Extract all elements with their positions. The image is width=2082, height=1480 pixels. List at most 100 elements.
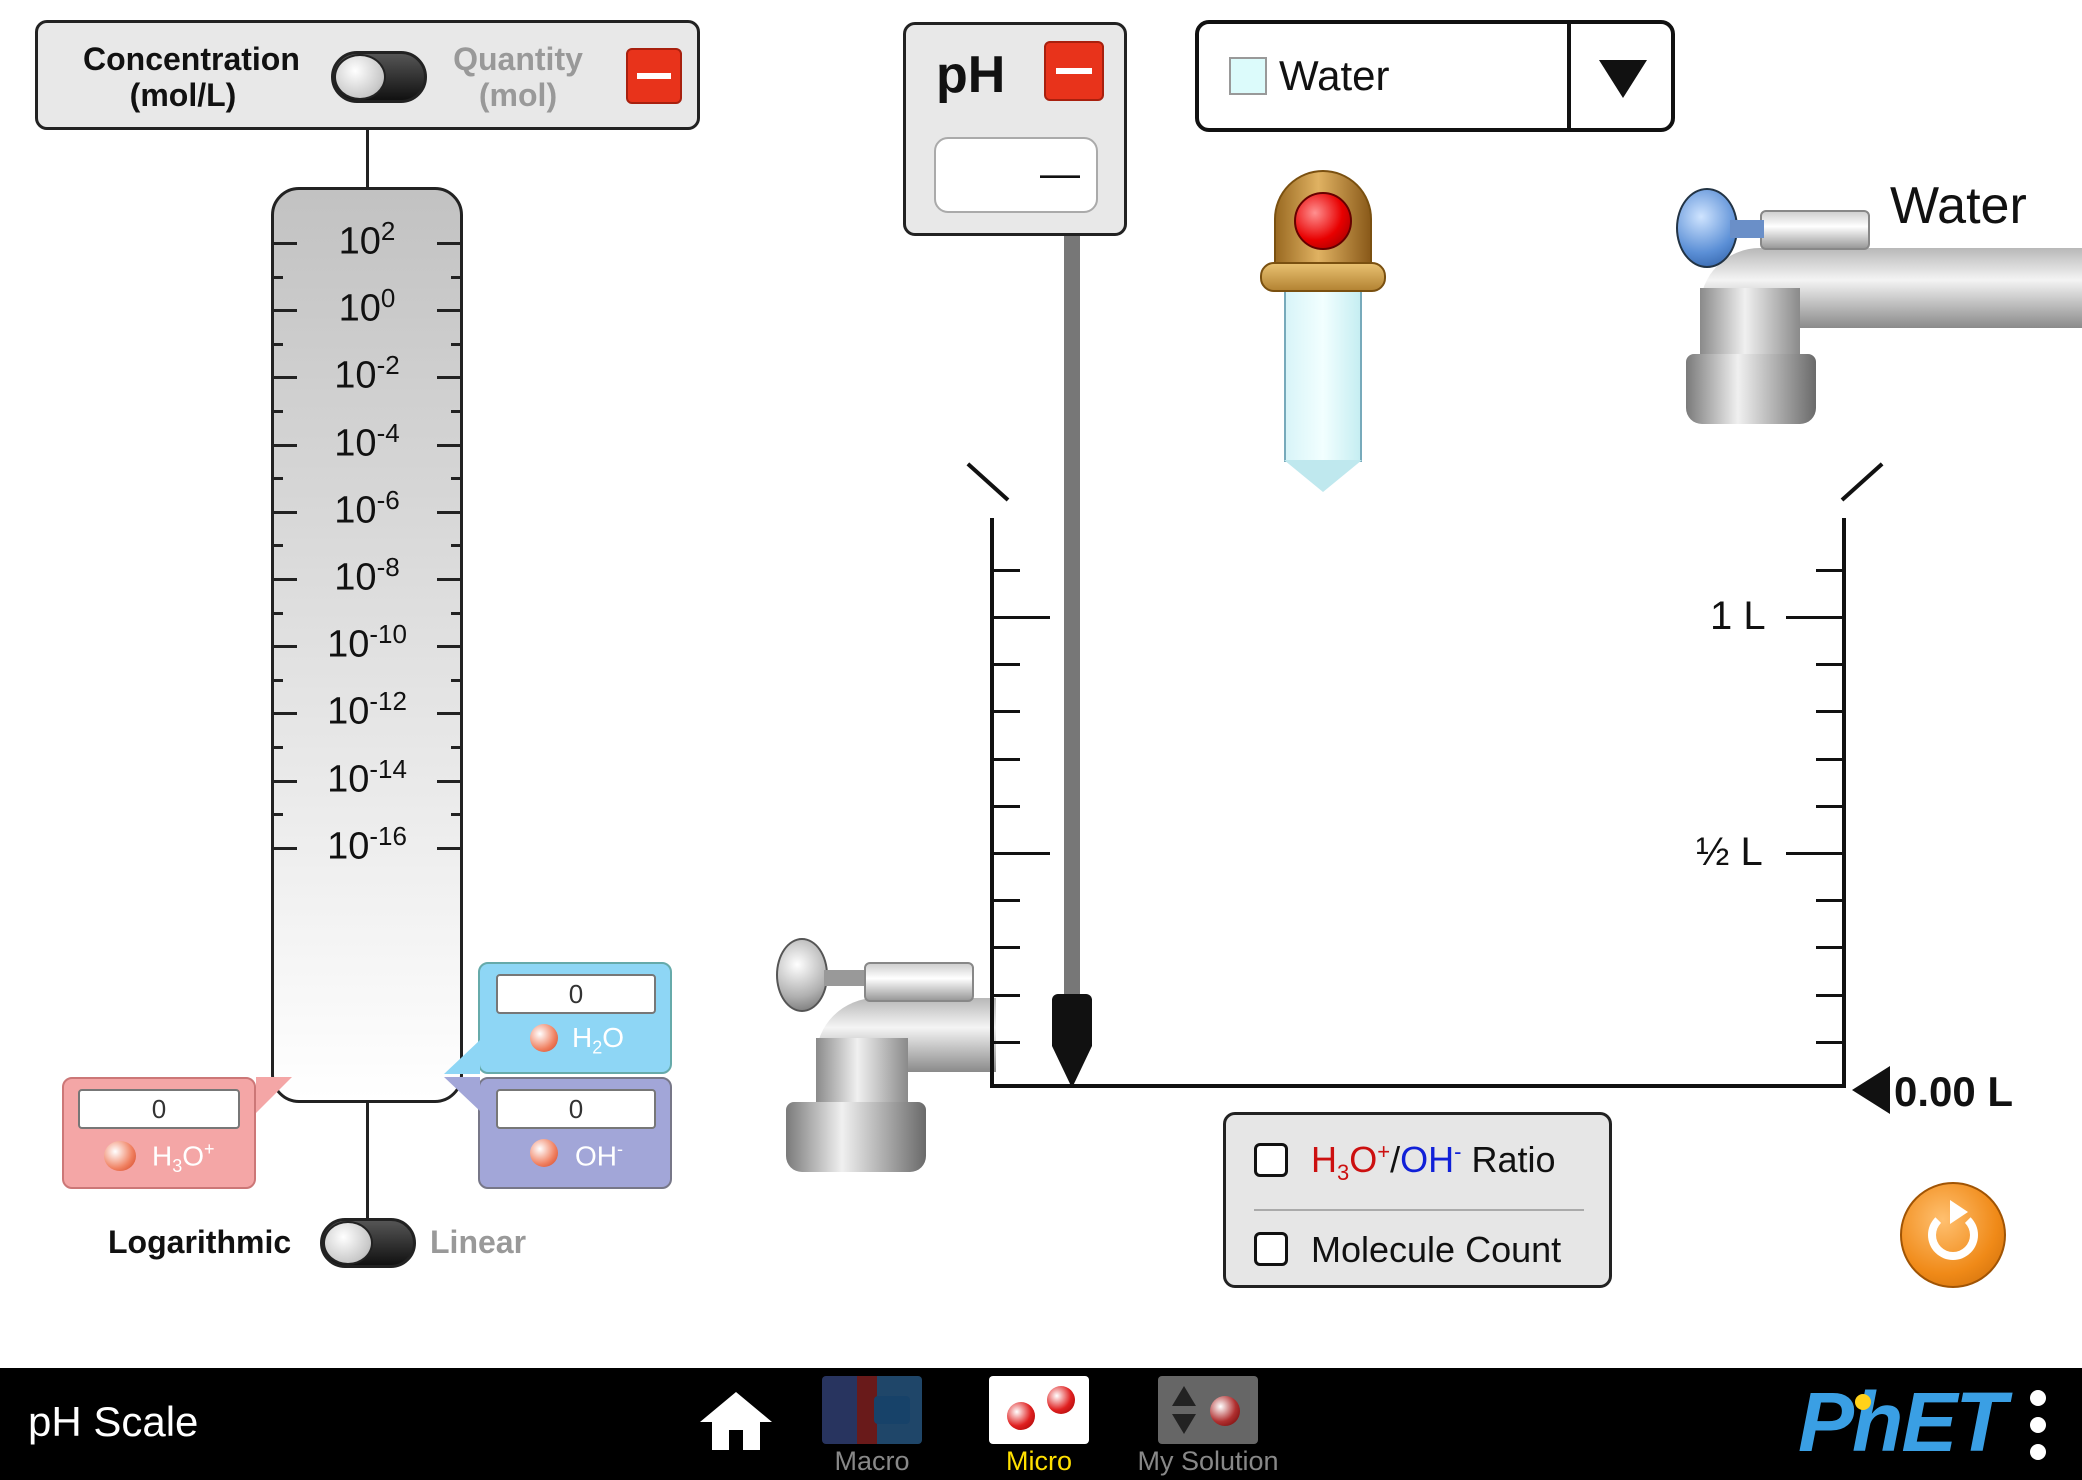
water-faucet-neck [1700, 288, 1800, 358]
h2o-label: H2O [572, 1022, 625, 1058]
menu-icon[interactable] [2026, 1390, 2050, 1462]
macro-screen-icon [822, 1376, 922, 1444]
dropper[interactable] [1258, 170, 1388, 492]
concentration-label-line1: Concentration [83, 41, 300, 77]
graph-tick [437, 510, 463, 514]
graph-scale-label: 10-14 [327, 753, 407, 801]
graph-tick [271, 712, 297, 716]
ph-meter-mini-icon [874, 1396, 910, 1424]
graph-tick [271, 578, 297, 581]
tab-my-solution-label: My Solution [1137, 1446, 1279, 1476]
beaker-right-lip [1840, 462, 1884, 502]
water-faucet-valve[interactable] [1760, 210, 1870, 250]
solute-selected-label: Water [1279, 52, 1390, 99]
tab-macro[interactable]: Macro [808, 1372, 936, 1480]
graph-tick [271, 813, 283, 817]
arrow-down-icon [1172, 1414, 1196, 1434]
graph-scale-label: 10-10 [327, 619, 407, 666]
beaker-tick-right [1816, 710, 1842, 714]
ph-probe-rod [1064, 236, 1080, 996]
logarithmic-label[interactable]: Logarithmic [108, 1224, 292, 1260]
h3o-value-field: 0 [78, 1089, 240, 1129]
tab-my-solution[interactable]: My Solution [1132, 1372, 1284, 1480]
ph-probe-tip[interactable] [1052, 994, 1092, 1046]
beaker-tick-right [1816, 804, 1842, 808]
reset-all-button[interactable] [1900, 1182, 2006, 1288]
scale-toggle[interactable] [320, 1218, 416, 1268]
beaker-tick-left [994, 568, 1020, 572]
solution-molecule-icon [1210, 1396, 1240, 1426]
ph-value-field: — [934, 137, 1098, 213]
graph-tick [437, 242, 463, 245]
beaker-tick-right [1816, 946, 1842, 950]
graph-tick [271, 746, 283, 749]
drain-faucet-valve[interactable] [864, 962, 974, 1002]
concentration-label[interactable]: Concentration (mol/L) [83, 41, 300, 113]
graph-scale-label: 10-16 [327, 820, 407, 868]
quantity-label[interactable]: Quantity (mol) [438, 41, 598, 113]
water-molecule-icon-2 [1047, 1386, 1075, 1414]
units-toggle[interactable] [331, 51, 427, 103]
graph-tick [451, 611, 463, 615]
graph-connector-line [366, 130, 369, 187]
graph-tick [271, 611, 283, 615]
chevron-down-icon[interactable] [1599, 60, 1647, 98]
sim-title: pH Scale [28, 1398, 199, 1445]
volume-pointer-icon [1852, 1066, 1890, 1114]
scale-toggle-knob[interactable] [323, 1221, 373, 1265]
molecule-count-label[interactable]: Molecule Count [1311, 1229, 1562, 1270]
graph-tick [451, 813, 463, 817]
home-button[interactable] [700, 1392, 772, 1452]
water-faucet-handle-icon[interactable] [1676, 188, 1738, 268]
ratio-checkbox[interactable] [1254, 1143, 1288, 1177]
beaker-tick-right [1816, 1040, 1842, 1044]
ph-meter-collapse-button[interactable] [1044, 41, 1104, 101]
menu-dot-3 [2030, 1444, 2046, 1460]
graph-tick [451, 544, 463, 548]
water-faucet-stem [1730, 220, 1764, 238]
solute-dropdown[interactable]: Water [1195, 20, 1675, 132]
tab-macro-label: Macro [834, 1446, 910, 1476]
drain-faucet-spout [786, 1102, 926, 1172]
display-options-panel: H3O+/OH- Ratio Molecule Count [1223, 1112, 1612, 1288]
graph-tick [271, 342, 283, 346]
drain-faucet [776, 938, 996, 1174]
graph-tick [271, 678, 283, 682]
beaker-tick-right [1816, 899, 1842, 903]
drain-faucet-handle-icon[interactable] [776, 938, 828, 1012]
phet-logo[interactable]: PhET [1798, 1375, 2007, 1469]
ph-meter[interactable]: pH — [903, 22, 1127, 236]
arrow-up-icon [1172, 1386, 1196, 1406]
graph-tick [451, 678, 463, 682]
reset-arrow-head [1950, 1200, 1968, 1224]
ph-meter-title: pH [936, 46, 1006, 104]
graph-tick [437, 578, 463, 581]
water-faucet [1670, 188, 2082, 438]
units-toggle-knob[interactable] [334, 54, 386, 100]
drain-faucet-stem [824, 970, 864, 986]
home-icon [700, 1392, 772, 1422]
micro-screen-icon [989, 1376, 1089, 1444]
graph-scale-label: 10-4 [334, 417, 400, 465]
dropper-button-icon[interactable] [1294, 192, 1352, 250]
graph-tick [437, 846, 463, 850]
graph-tick [451, 410, 463, 413]
volume-readout: 0.00 L [1894, 1068, 2014, 1115]
beaker-tick-right [1816, 757, 1842, 761]
h2o-readout: 0 H2O [478, 962, 672, 1074]
water-molecule-icon [1007, 1402, 1035, 1430]
beaker [966, 462, 1884, 1092]
beaker-tick-right [1816, 568, 1842, 572]
molecule-count-checkbox[interactable] [1254, 1232, 1288, 1266]
linear-label[interactable]: Linear [430, 1224, 527, 1260]
collapse-graph-button[interactable] [626, 48, 682, 104]
h3o-label: H3O+ [152, 1139, 215, 1176]
oh-value-field: 0 [496, 1089, 656, 1129]
graph-tick [437, 712, 463, 716]
beaker-right-wall [1842, 518, 1846, 1088]
graph-tick [437, 443, 463, 447]
water-faucet-label: Water [1890, 177, 2027, 235]
ratio-label[interactable]: H3O+/OH- Ratio [1311, 1139, 1556, 1186]
tab-micro[interactable]: Micro [975, 1372, 1103, 1480]
graph-tick [437, 645, 463, 649]
